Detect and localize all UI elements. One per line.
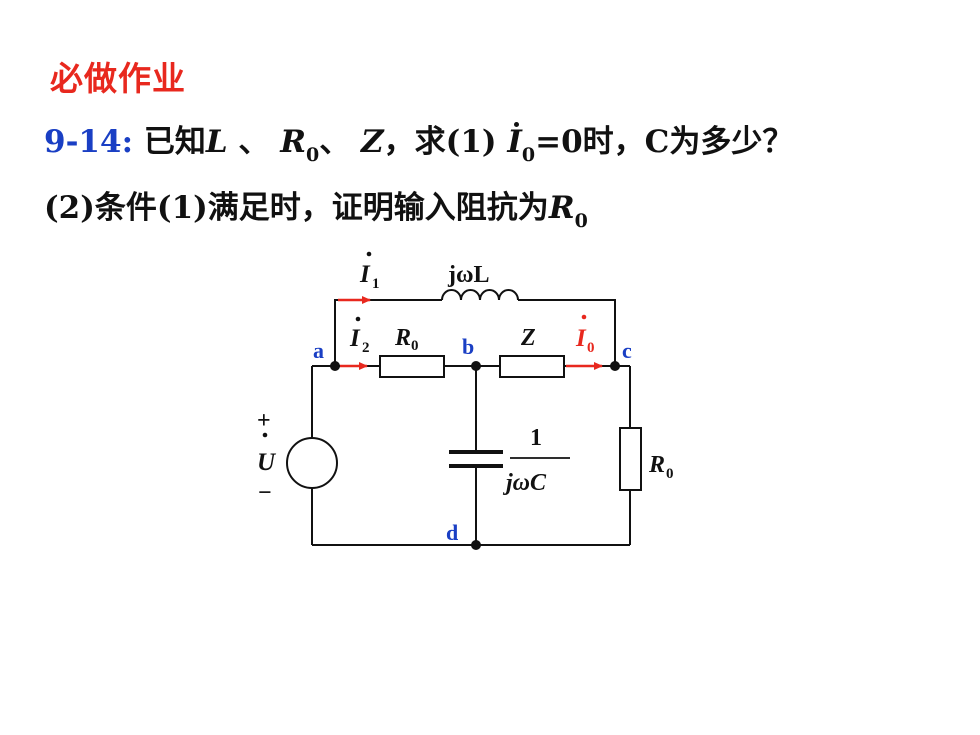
label-i1-sub: 1 <box>372 276 380 292</box>
fraction-denominator: jωC <box>502 470 547 496</box>
impedance-z <box>499 355 565 378</box>
q1-sep-2: 、 <box>319 124 362 160</box>
node-label-d: d <box>446 520 458 545</box>
circuit-nodes <box>330 361 620 550</box>
q1-sep-1: 、 <box>227 124 281 160</box>
q2-text: (2)条件(1)满足时，证明输入阻抗为 <box>44 190 549 226</box>
q2-symbol-R-sub: 0 <box>574 210 588 232</box>
label-i0-sub: 0 <box>587 340 595 356</box>
node-label-a: a <box>313 338 324 363</box>
q1-symbol-Z: Z <box>361 124 384 160</box>
label-r0-load: R <box>648 452 665 478</box>
label-jwl: jωL <box>447 262 490 288</box>
dot-i0 <box>581 314 587 320</box>
q1-text-2: ，求(1) <box>383 124 508 160</box>
q1-phasor-I: I <box>507 122 522 160</box>
node-dot-c <box>610 361 620 371</box>
resistor-r0-load <box>619 427 642 491</box>
dot-i2 <box>355 316 361 322</box>
dot-u <box>262 432 268 438</box>
homework-heading: 必做作业 <box>50 59 186 98</box>
q1-text-3: =0时，C为多少？ <box>535 124 794 160</box>
q1-symbol-R: R <box>280 124 306 160</box>
resistor-r0-series <box>379 355 445 378</box>
node-dot-b <box>471 361 481 371</box>
q2-symbol-R: R <box>548 190 575 226</box>
q1-text-1: 已知 <box>133 124 206 160</box>
label-minus: − <box>258 480 272 506</box>
q1-symbol-L: L <box>205 124 228 160</box>
dot-i1 <box>366 251 372 257</box>
label-plus: + <box>257 408 271 434</box>
voltage-source <box>286 437 338 489</box>
question-2: (2)条件(1)满足时，证明输入阻抗为R0 <box>44 182 588 232</box>
q1-phasor-I-sub: 0 <box>521 144 536 166</box>
label-i0: I <box>575 325 587 352</box>
fraction-numerator: 1 <box>530 425 542 451</box>
node-label-b: b <box>462 334 474 359</box>
node-dot-d <box>471 540 481 550</box>
label-r0-series: R <box>394 325 411 351</box>
problem-number: 9-14: <box>44 124 134 160</box>
label-r0-load-sub: 0 <box>666 466 674 482</box>
question-1: 9-14: 已知L 、 R0、 Z，求(1) I0=0时，C为多少？ <box>44 116 794 166</box>
label-i1: I <box>359 261 371 288</box>
label-i2-sub: 2 <box>362 340 370 356</box>
label-r0-series-sub: 0 <box>411 338 419 354</box>
phasor-dots <box>262 251 372 438</box>
label-z: Z <box>520 325 536 351</box>
label-u: U <box>257 449 277 476</box>
node-label-c: c <box>622 338 632 363</box>
capacitor <box>449 450 503 468</box>
label-i2: I <box>349 325 361 352</box>
q1-symbol-R-sub: 0 <box>305 144 320 166</box>
node-dot-a <box>330 361 340 371</box>
inductor <box>441 289 519 301</box>
